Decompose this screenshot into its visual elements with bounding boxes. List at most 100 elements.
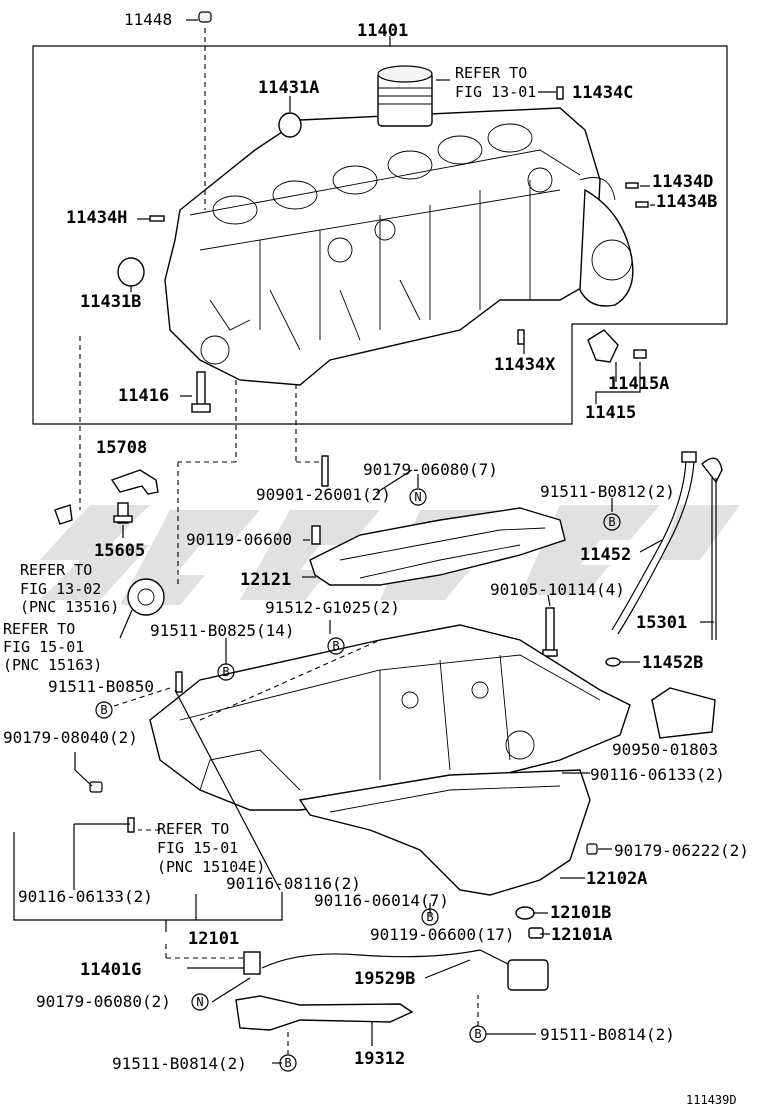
label-90116-06014: 90116-06014(7) — [314, 891, 449, 910]
label-12121: 12121 — [240, 570, 291, 590]
label-15605: 15605 — [94, 541, 145, 561]
baffle-12121-icon — [309, 507, 566, 586]
label-90116-08116: 90116-08116(2) — [226, 874, 361, 893]
bolt-90105-icon — [542, 607, 558, 657]
label-11452: 11452 — [580, 545, 631, 565]
label-12101: 12101 — [188, 929, 239, 949]
b-marker-2: B — [327, 637, 345, 655]
svg-text:B: B — [332, 639, 339, 653]
pin-11434c-icon — [556, 86, 564, 100]
label-refer-to-3: REFER TO — [3, 620, 75, 638]
label-11431b: 11431B — [80, 292, 141, 312]
stud-90116-06133-left-icon — [127, 817, 135, 833]
label-90105-10114: 90105-10114(4) — [490, 580, 625, 599]
label-90179-06222: 90179-06222(2) — [614, 841, 749, 860]
label-91511-b0812: 91511-B0812(2) — [540, 482, 675, 501]
cylinder-block-frame — [32, 45, 728, 425]
label-90950-01803: 90950-01803 — [612, 740, 718, 759]
svg-text:B: B — [426, 910, 433, 924]
n-marker-2: N — [191, 993, 209, 1011]
svg-text:B: B — [222, 665, 229, 679]
label-15301: 15301 — [636, 613, 687, 633]
oil-pan-lower-icon — [298, 769, 591, 896]
sensor-11401g-icon — [243, 951, 261, 975]
pin-11434b-icon — [635, 201, 649, 208]
label-11401: 11401 — [357, 21, 408, 41]
label-91511-b0814-right: 91511-B0814(2) — [540, 1025, 675, 1044]
label-90179-06080-2: 90179-06080(2) — [36, 992, 171, 1011]
b-marker-5: B — [421, 908, 439, 926]
label-11434c: 11434C — [572, 83, 633, 103]
stud-91511-b0850-icon — [175, 671, 183, 693]
label-fig-13-02: FIG 13-02 — [20, 580, 101, 598]
label-11415: 11415 — [585, 403, 636, 423]
nut-90179-06222-icon — [586, 843, 598, 855]
label-91511-b0825: 91511-B0825(14) — [150, 621, 295, 640]
b-marker-7: B — [279, 1054, 297, 1072]
label-11434x: 11434X — [494, 355, 556, 375]
label-11416: 11416 — [118, 386, 169, 406]
label-pnc-15163: (PNC 15163) — [3, 656, 102, 674]
label-91511-b0814-left: 91511-B0814(2) — [112, 1054, 247, 1073]
cap-11448-icon — [198, 11, 212, 23]
guide-11452-icon — [611, 451, 697, 635]
label-refer-to-1: REFER TO — [455, 64, 527, 82]
label-11431a: 11431A — [258, 78, 319, 98]
dipstick-15301-icon — [701, 457, 723, 640]
b-marker-6: B — [469, 1025, 487, 1043]
cylinder-block-icon — [164, 107, 634, 386]
stud-90901-icon — [321, 455, 329, 487]
label-fig-13-01: FIG 13-01 — [455, 83, 536, 101]
label-90179-08040: 90179-08040(2) — [3, 728, 138, 747]
label-11434h: 11434H — [66, 208, 127, 228]
pin-11434h-icon — [149, 215, 165, 222]
svg-text:B: B — [284, 1056, 291, 1070]
label-11452b: 11452B — [642, 653, 703, 673]
label-11434d: 11434D — [652, 172, 713, 192]
valve-15605-icon — [113, 502, 133, 524]
label-refer-to-4: REFER TO — [157, 820, 229, 838]
b-marker-3: B — [217, 663, 235, 681]
label-91512-g1025: 91512-G1025(2) — [265, 598, 400, 617]
label-pnc-15104e: (PNC 15104E) — [157, 858, 265, 876]
label-15708: 15708 — [96, 438, 147, 458]
plug-11431b-icon — [117, 257, 145, 287]
bracket-11415-icon — [587, 329, 647, 363]
label-90119-06600-17: 90119-06600(17) — [370, 925, 515, 944]
label-19312: 19312 — [354, 1049, 405, 1069]
pulley-13516-icon — [127, 578, 165, 616]
label-11415a: 11415A — [608, 374, 669, 394]
oil-strainer-90950-icon — [651, 687, 716, 739]
label-90119-06600: 90119-06600 — [186, 530, 292, 549]
bolt-11416-icon — [191, 371, 211, 413]
plug-11431a-icon — [278, 112, 302, 138]
label-fig-15-01b: FIG 15-01 — [157, 839, 238, 857]
label-pnc-13516: (PNC 13516) — [20, 598, 119, 616]
label-90901-26001: 90901-26001(2) — [256, 485, 391, 504]
label-11401g: 11401G — [80, 960, 141, 980]
svg-text:B: B — [474, 1027, 481, 1041]
label-91511-b0850: 91511-B0850 — [48, 677, 154, 696]
gasket-12101b-icon — [515, 906, 535, 920]
svg-text:B: B — [608, 515, 615, 529]
pin-11434x-icon — [517, 329, 525, 345]
n-marker-1: N — [409, 488, 427, 506]
diagram-code: 111439D — [686, 1093, 737, 1107]
oil-pan-upper-icon — [149, 624, 631, 811]
label-19529b: 19529B — [354, 969, 415, 989]
label-12101b: 12101B — [550, 903, 611, 923]
label-11448: 11448 — [124, 10, 172, 29]
bracket-ref-13-02-icon — [54, 504, 73, 525]
b-marker-1: B — [603, 513, 621, 531]
svg-text:N: N — [196, 995, 203, 1009]
bracket-15708-icon — [110, 469, 159, 495]
svg-text:N: N — [414, 490, 421, 504]
pin-11434d-icon — [625, 182, 639, 189]
cover-19312-icon — [235, 995, 414, 1031]
label-12102a: 12102A — [586, 869, 647, 889]
piston-icon — [377, 65, 433, 127]
svg-text:B: B — [100, 703, 107, 717]
oring-11452b-icon — [605, 657, 621, 667]
